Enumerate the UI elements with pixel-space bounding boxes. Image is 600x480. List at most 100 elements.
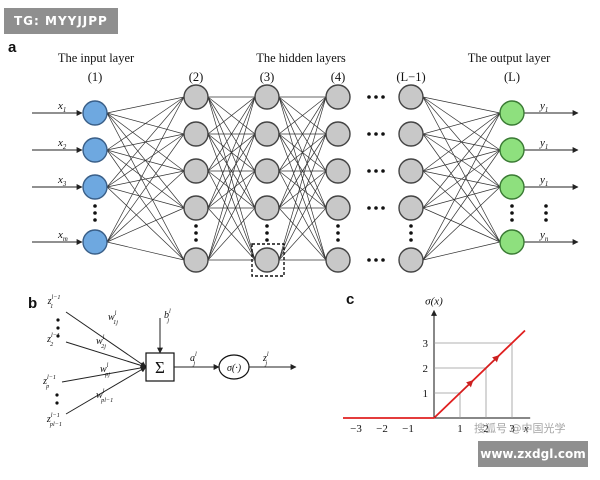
hidden-node	[254, 247, 280, 273]
network-edge	[422, 112, 501, 261]
ellipsis-dot	[374, 258, 378, 262]
y-tick-label: 2	[423, 363, 429, 375]
relu-arrow	[485, 355, 500, 369]
ellipsis-dot	[55, 401, 59, 405]
y-tick-label: 3	[423, 338, 429, 350]
ellipsis-dot	[367, 95, 371, 99]
hidden-node	[325, 158, 351, 184]
layer-number-1: (1)	[88, 70, 103, 84]
hidden-node	[325, 121, 351, 147]
network-edge	[278, 207, 327, 261]
network-edge	[278, 133, 327, 209]
ellipsis-dot	[336, 224, 340, 228]
output-node	[499, 174, 525, 200]
sum-symbol: Σ	[155, 358, 165, 377]
ellipsis-dot	[381, 95, 385, 99]
weight-arrow	[65, 341, 147, 369]
network-edge	[278, 170, 327, 261]
ellipsis-dot	[374, 206, 378, 210]
hidden-node	[254, 121, 280, 147]
ellipsis-dot	[56, 334, 60, 338]
network-edge	[207, 170, 256, 261]
relu-arrow	[459, 380, 474, 394]
network-edge	[422, 112, 501, 209]
ellipsis-dot	[374, 169, 378, 173]
y-axis-label: σ(x)	[425, 296, 443, 308]
input-layer-header: The input layer	[58, 51, 135, 65]
network-edge	[422, 133, 501, 243]
ellipsis-dot	[56, 318, 60, 322]
output-label-4: yn	[539, 229, 549, 243]
network-edge	[422, 149, 501, 261]
ellipsis-dot	[510, 211, 514, 215]
network-edge	[106, 149, 185, 261]
ellipsis-dot	[381, 258, 385, 262]
ellipsis-dot	[381, 206, 385, 210]
hidden-node	[254, 195, 280, 221]
network-edge	[207, 207, 256, 261]
network-edge	[106, 133, 185, 188]
network-edge	[278, 96, 327, 209]
ellipsis-dot	[367, 132, 371, 136]
ellipsis-dot	[194, 231, 198, 235]
network-edge	[207, 133, 256, 209]
network-edge	[106, 96, 185, 151]
hidden-node	[183, 121, 209, 147]
network-edge	[207, 96, 256, 135]
hidden-node	[398, 121, 424, 147]
network-edges	[106, 96, 501, 261]
hidden-node	[254, 158, 280, 184]
network-edge	[106, 133, 185, 243]
ellipsis-dot	[374, 95, 378, 99]
panel-a-label: a	[8, 39, 17, 56]
x-tick-label: −3	[350, 423, 362, 435]
layer-number-4: (4)	[331, 70, 346, 84]
network-edge	[106, 96, 185, 114]
ellipsis-dot	[93, 211, 97, 215]
network-edge	[422, 96, 501, 243]
network-edge	[278, 96, 327, 135]
hidden-node	[183, 158, 209, 184]
input-label-4: xm	[57, 229, 68, 243]
hidden-node	[183, 247, 209, 273]
network-edge	[422, 207, 501, 243]
ellipsis-dot	[510, 218, 514, 222]
watermark-badge-bottom: www.zxdgl.com	[478, 441, 588, 467]
network-edge	[422, 186, 501, 261]
ellipsis-dot	[544, 211, 548, 215]
network-edge	[106, 96, 185, 243]
output-label-3: y1	[539, 174, 548, 188]
input-label-1: x1	[57, 100, 66, 114]
hidden-node	[325, 247, 351, 273]
ellipsis-dot	[544, 204, 548, 208]
hidden-node	[325, 195, 351, 221]
x-tick-label: −1	[402, 423, 414, 435]
x-tick-label: 1	[457, 423, 463, 435]
hidden-node	[398, 247, 424, 273]
weight-arrow	[65, 311, 147, 368]
input-label-2: x2	[57, 137, 67, 151]
network-edge	[278, 170, 327, 209]
network-edge	[106, 96, 185, 188]
hidden-node	[183, 195, 209, 221]
network-edge	[106, 170, 185, 188]
hidden-node	[398, 158, 424, 184]
ellipsis-dot	[510, 204, 514, 208]
io-arrows	[32, 110, 579, 245]
ellipsis-dot	[93, 218, 97, 222]
y-tick-label: 1	[423, 388, 429, 400]
weight-arrow	[65, 366, 147, 415]
network-edge	[207, 133, 256, 261]
layer-number-2: (2)	[189, 70, 204, 84]
hidden-node	[398, 195, 424, 221]
network-edge	[278, 133, 327, 261]
watermark-badge-top: TG: MYYJJPP	[4, 8, 118, 34]
